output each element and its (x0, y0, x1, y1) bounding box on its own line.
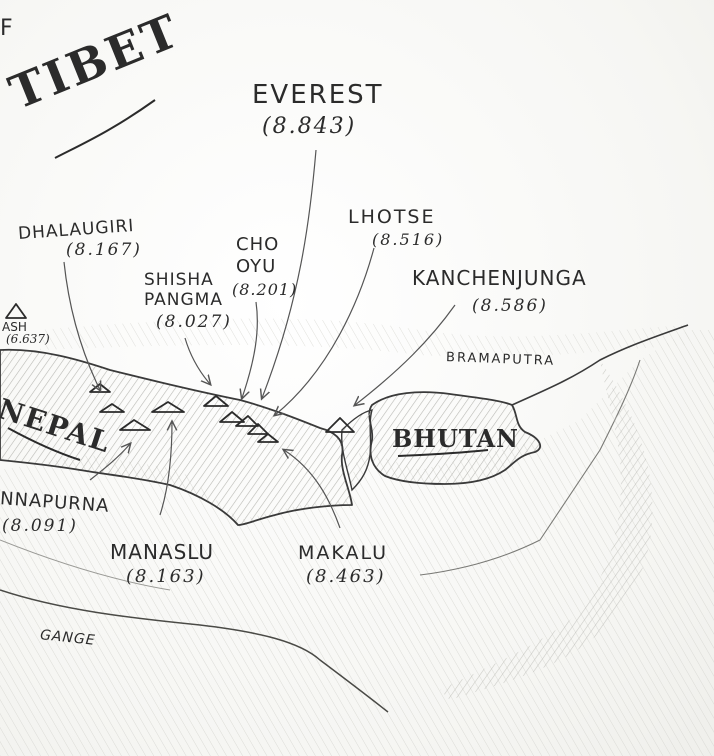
peak-marker-makalu (257, 433, 279, 443)
peak-elevation-dhalaugiri: (8.167) (66, 240, 142, 260)
peak-label-lhotse: LHOTSE (348, 206, 436, 228)
eastern-range-shading (440, 360, 653, 700)
peak-label-kanchenjunga: KANCHENJUNGA (412, 266, 587, 290)
nepal-underline (7, 427, 81, 461)
peak-elevation-manaslu: (8.163) (126, 566, 206, 587)
nepal-shape (0, 348, 353, 526)
leader-shisha-pangma (184, 337, 210, 384)
bhutan-shape (368, 391, 542, 485)
peak-label-cho-oyu-line1: CHO (236, 234, 280, 255)
peak-marker-cho-oyu (219, 411, 245, 423)
peak-elevation-kailash: (6.637) (6, 332, 50, 346)
peak-label-everest: EVEREST (252, 80, 384, 110)
gange-tributary (0, 539, 171, 591)
leader-cho-oyu (242, 301, 258, 398)
leader-makalu (284, 450, 341, 529)
peak-label-manaslu: MANASLU (110, 540, 215, 564)
leader-everest (262, 149, 317, 398)
peak-marker-kanchenjunga (325, 417, 355, 433)
peak-marker-annapurna-1 (99, 403, 125, 413)
peak-label-shisha-pangma-line1: SHISHA (144, 270, 214, 290)
peak-elevation-kanchenjunga: (8.586) (472, 296, 548, 316)
gange-river (0, 589, 389, 713)
peak-marker-shisha-pangma (203, 395, 229, 407)
peak-label-shisha-pangma-line2: PANGMA (144, 290, 223, 310)
corner-mark: F (0, 16, 14, 41)
peak-marker-manaslu (151, 401, 185, 413)
bhutan-underline (397, 449, 489, 457)
peak-elevation-lhotse: (8.516) (372, 230, 445, 249)
tibet-underline (54, 99, 156, 159)
peak-marker-lhotse (247, 423, 269, 435)
leader-annapurna (89, 444, 130, 481)
tibet-plateau-shading (40, 318, 690, 358)
peak-marker-everest (235, 415, 259, 427)
peak-label-cho-oyu-line2: OYU (236, 256, 277, 277)
peak-elevation-makalu: (8.463) (306, 566, 386, 587)
leader-manaslu (159, 422, 172, 516)
peak-marker-annapurna-2 (119, 419, 151, 431)
region-label-bhutan: BHUTAN (392, 424, 519, 453)
peak-elevation-shisha-pangma: (8.027) (156, 312, 232, 332)
peak-elevation-everest: (8.843) (262, 114, 357, 139)
sikkim-shape (340, 409, 373, 492)
peak-elevation-cho-oyu: (8.201) (232, 280, 298, 299)
leader-lhotse (275, 247, 375, 415)
leader-kanchenjunga (355, 304, 456, 405)
leader-dhalaugiri (63, 261, 100, 390)
peak-label-makalu: MAKALU (298, 542, 389, 564)
peak-marker-kailash (5, 303, 27, 319)
peak-elevation-annapurna: (8.091) (2, 516, 78, 536)
peak-label-kailash: ASH (2, 320, 27, 334)
